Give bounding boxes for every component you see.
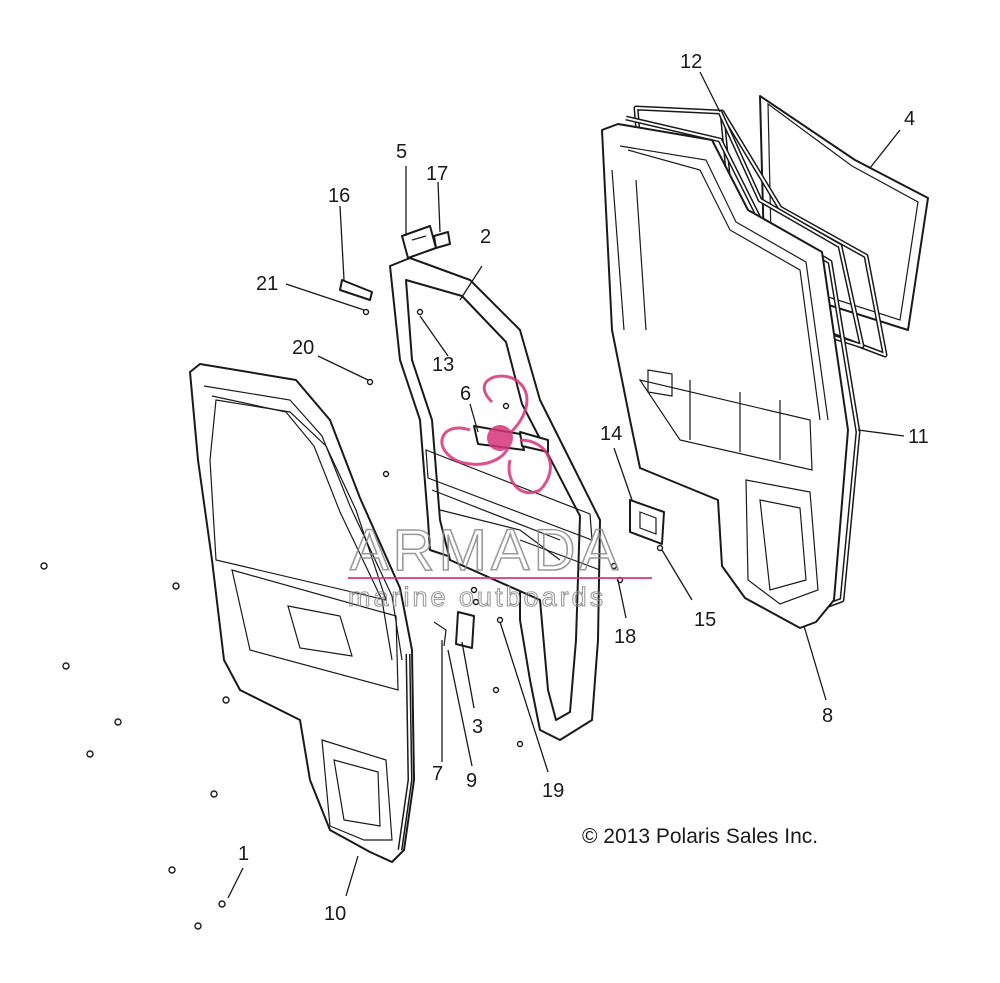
callout-16: 16 <box>328 185 350 207</box>
fasteners <box>40 308 664 930</box>
callout-6: 6 <box>460 383 471 405</box>
callout-18: 18 <box>614 626 636 648</box>
callout-14: 14 <box>600 423 622 445</box>
hinge-bracket-part <box>401 225 437 259</box>
outer-door-part <box>189 363 415 863</box>
watermark: ARMADA marine outboards <box>347 374 652 613</box>
copyright-text: © 2013 Polaris Sales Inc. <box>582 825 818 848</box>
inner-door-panel-part <box>601 123 849 629</box>
handle-part <box>629 499 665 545</box>
callout-2: 2 <box>480 226 491 248</box>
callout-5: 5 <box>396 141 407 163</box>
striker-plate-part <box>339 279 373 301</box>
callout-11: 11 <box>908 426 929 448</box>
hinge-part <box>433 611 475 649</box>
callout-12: 12 <box>680 51 702 73</box>
callout-20: 20 <box>292 337 314 359</box>
callout-17: 17 <box>426 163 448 185</box>
callout-4: 4 <box>904 108 915 130</box>
watermark-main-text: ARMADA <box>350 518 622 583</box>
watermark-logo-icon <box>440 374 552 495</box>
callout-1: 1 <box>238 843 249 865</box>
callout-3: 3 <box>472 716 483 738</box>
watermark-sub-text: marine outboards <box>348 582 606 612</box>
hinge-bolt-part <box>433 231 451 249</box>
callout-19: 19 <box>542 780 564 802</box>
callout-7: 7 <box>432 763 443 785</box>
callout-21: 21 <box>256 273 278 295</box>
leader-lines <box>227 71 905 899</box>
callout-10: 10 <box>324 903 346 925</box>
callout-9: 9 <box>466 770 477 792</box>
callouts: 1 2 3 4 5 6 7 8 9 10 11 12 13 14 15 16 1… <box>238 51 929 925</box>
door-frame-part <box>389 257 601 741</box>
callout-15: 15 <box>694 609 716 631</box>
callout-13: 13 <box>432 354 454 376</box>
callout-8: 8 <box>822 705 833 727</box>
